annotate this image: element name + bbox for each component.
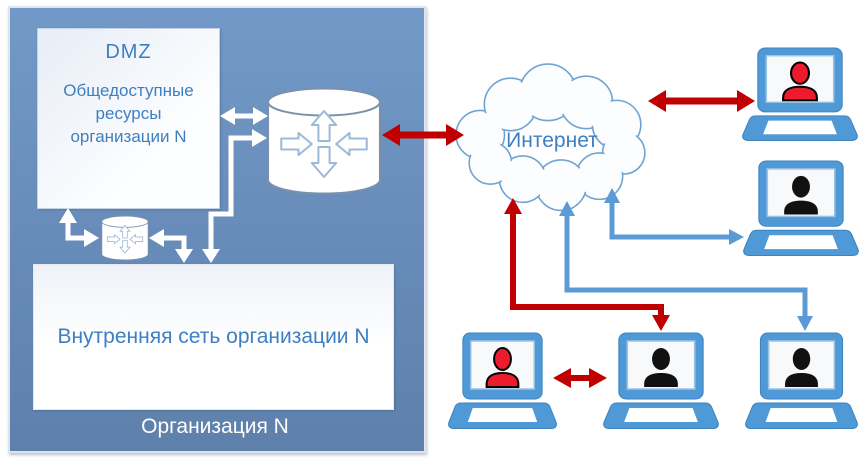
user-silhouette-red-icon	[782, 61, 818, 102]
internal-network-box: Внутренняя сеть организации N	[33, 264, 394, 410]
dmz-box: DMZ Общедоступные ресурсы организации N	[37, 28, 220, 209]
dmz-description: Общедоступные ресурсы организации N	[63, 81, 194, 146]
internet-label: Интернет	[506, 129, 598, 152]
internet-cloud: Интернет	[450, 62, 654, 216]
connector-internet-laptop-top-right	[648, 90, 755, 112]
cloud-shape	[455, 63, 646, 212]
user-silhouette-black-icon	[784, 175, 818, 215]
connector-laptop-bottom-left-laptop-bottom-middle	[553, 368, 607, 388]
laptop-bottom-left	[448, 332, 557, 429]
internal-network-label: Внутренняя сеть организации N	[57, 325, 370, 348]
internal-router-icon	[101, 215, 149, 261]
user-silhouette-black-icon	[785, 348, 818, 387]
laptop-bottom-middle	[603, 332, 719, 429]
dmz-title: DMZ	[105, 41, 152, 63]
edge-router-icon	[267, 87, 381, 195]
laptop-top-right	[742, 47, 858, 142]
laptop-mid-right	[743, 160, 859, 257]
laptop-bottom-right	[745, 332, 858, 429]
user-silhouette-red-icon	[485, 347, 520, 388]
user-silhouette-black-icon	[644, 348, 678, 387]
organization-label: Организация N	[141, 415, 289, 438]
connector-internet-laptop-bottom-middle	[504, 198, 670, 331]
